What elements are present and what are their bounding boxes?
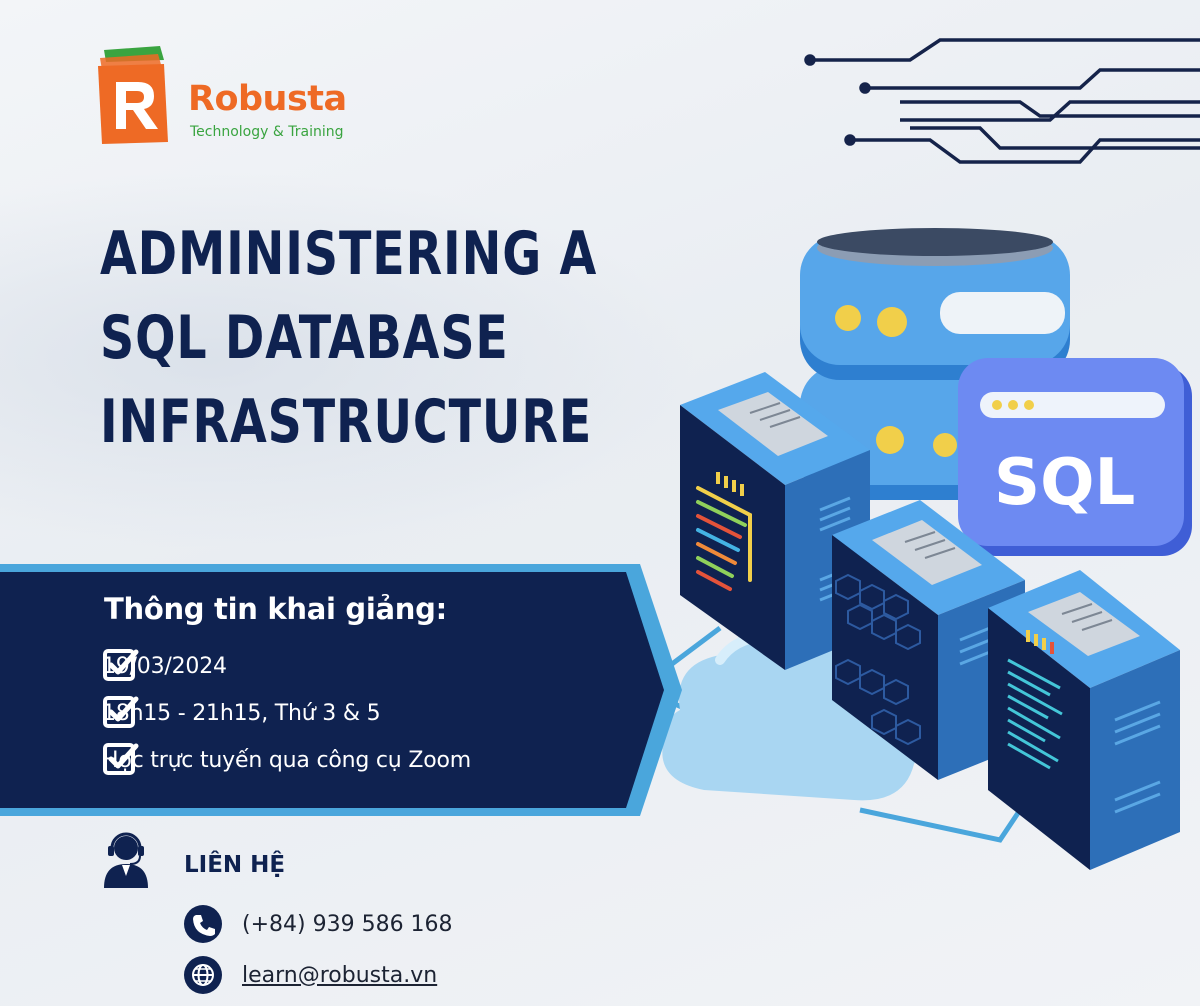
info-item-mode: Học trực tuyến qua công cụ Zoom	[102, 740, 471, 780]
title-line-2: SQL DATABASE	[100, 303, 509, 373]
support-agent-icon	[104, 832, 148, 888]
robusta-logo-icon	[98, 46, 168, 144]
checkbox-icon	[103, 649, 139, 681]
info-item-text: 18h15 - 21h15, Thứ 3 & 5	[102, 700, 381, 726]
contact-email-link[interactable]: learn@robusta.vn	[242, 962, 438, 988]
contact-phone[interactable]: (+84) 939 586 168	[242, 911, 453, 937]
circuit-lines-icon	[804, 38, 1200, 164]
brand-tagline: Technology & Training	[190, 124, 344, 140]
title-line-1: ADMINISTERING A	[100, 219, 598, 289]
page-title: ADMINISTERING A SQL DATABASE INFRASTRUCT…	[100, 212, 598, 464]
database-illustration: SQL	[635, 38, 1200, 870]
info-item-date: 19/03/2024	[102, 646, 227, 686]
brand-logo: Robusta Technology & Training	[98, 46, 378, 146]
sql-window-icon: SQL	[958, 358, 1192, 556]
info-item-text: Học trực tuyến qua công cụ Zoom	[102, 747, 471, 773]
checkbox-icon	[103, 696, 139, 728]
background-glow	[0, 170, 700, 550]
contact-email-row: learn@robusta.vn	[184, 955, 437, 995]
title-line-3: INFRASTRUCTURE	[100, 387, 593, 457]
server-icon-1	[680, 372, 870, 670]
checkbox-icon	[103, 743, 139, 775]
info-item-time: 18h15 - 21h15, Thứ 3 & 5	[102, 693, 381, 733]
globe-icon	[184, 956, 222, 994]
info-heading: Thông tin khai giảng:	[104, 592, 447, 626]
banner-shape	[0, 564, 682, 816]
sql-badge-text: SQL	[994, 446, 1135, 520]
contact-heading: LIÊN HỆ	[184, 852, 286, 878]
phone-icon	[184, 905, 222, 943]
brand-name: Robusta	[188, 79, 347, 119]
contact-phone-row: (+84) 939 586 168	[184, 904, 453, 944]
course-info-banner: Thông tin khai giảng: 19/03/2024 18h15 -…	[0, 564, 690, 816]
server-icon-3	[988, 570, 1180, 870]
